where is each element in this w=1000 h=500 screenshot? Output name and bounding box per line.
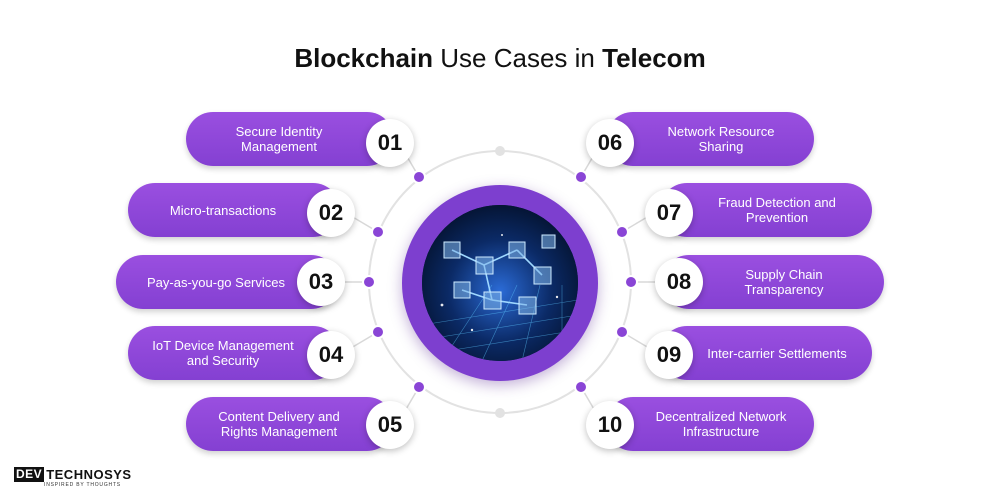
blockchain-cubes-image: [422, 205, 578, 361]
item-02-pill: Micro-transactions: [128, 183, 340, 237]
item-09-label: Inter-carrier Settlements: [707, 345, 847, 361]
logo-text: TECHNOSYS: [46, 466, 132, 482]
item-06-number: 06: [586, 119, 634, 167]
item-10-pill: Decentralized Network Infrastructure: [606, 397, 814, 451]
title-regular: Use Cases in: [440, 42, 595, 73]
logo-tagline: INSPIRED BY THOUGHTS: [44, 482, 121, 488]
title-bold-2: Telecom: [602, 42, 706, 73]
company-logo: DEV TECHNOSYS INSPIRED BY THOUGHTS: [14, 466, 134, 492]
item-07-label: Fraud Detection and Prevention: [718, 195, 836, 225]
item-02-number: 02: [307, 189, 355, 237]
item-02-label: Micro-transactions: [169, 202, 277, 218]
item-04-number: 04: [307, 331, 355, 379]
diagram-title: Blockchain Use Cases in Telecom: [0, 40, 1000, 76]
item-03-number: 03: [297, 258, 345, 306]
item-10-label: Decentralized Network Infrastructure: [655, 409, 787, 439]
item-06-label: Network Resource Sharing: [667, 124, 775, 154]
item-04-pill: IoT Device Management and Security: [128, 326, 340, 380]
item-05-number: 05: [366, 401, 414, 449]
item-07-pill: Fraud Detection and Prevention: [660, 183, 872, 237]
item-09-pill: Inter-carrier Settlements: [660, 326, 872, 380]
item-09-number: 09: [645, 331, 693, 379]
item-10-number: 10: [586, 401, 634, 449]
logo-box-text: DEV: [14, 466, 45, 482]
top-ring-node: [495, 146, 505, 156]
item-01-pill: Secure Identity Management: [186, 112, 394, 166]
connector-dots: [362, 170, 638, 394]
item-08-number: 08: [655, 258, 703, 306]
item-06-pill: Network Resource Sharing: [606, 112, 814, 166]
center-hub: [402, 185, 598, 381]
item-04-label: IoT Device Management and Security: [152, 338, 294, 368]
item-07-number: 07: [645, 189, 693, 237]
bottom-ring-node: [495, 408, 505, 418]
title-bold-1: Blockchain: [294, 42, 434, 73]
item-03-label: Pay-as-you-go Services: [147, 274, 285, 290]
item-05-label: Content Delivery and Rights Management: [218, 409, 340, 439]
item-08-label: Supply Chain Transparency: [744, 267, 824, 297]
item-05-pill: Content Delivery and Rights Management: [186, 397, 394, 451]
item-01-label: Secure Identity Management: [235, 124, 323, 154]
item-01-number: 01: [366, 119, 414, 167]
